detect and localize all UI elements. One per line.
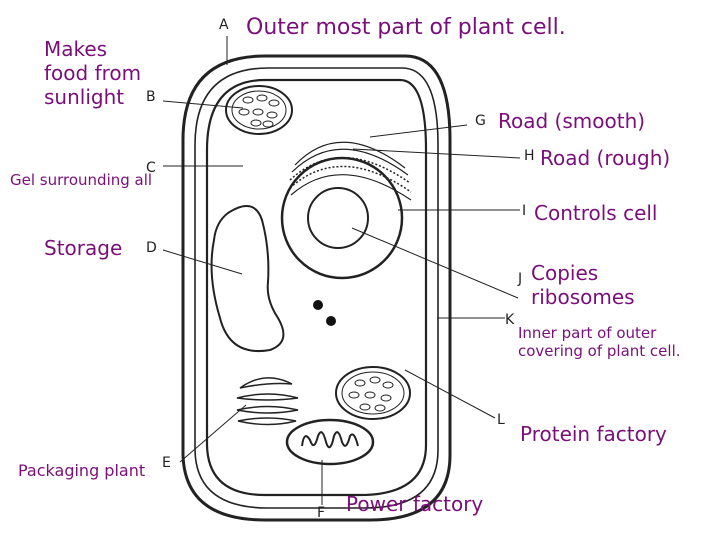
label-g: Road (smooth): [498, 109, 646, 133]
ribosome: [313, 300, 323, 310]
marker-k: K: [505, 312, 515, 328]
marker-b: B: [146, 89, 156, 105]
vacuole: [210, 205, 285, 352]
nucleus: [280, 156, 404, 280]
marker-l: L: [497, 412, 505, 428]
marker-c: C: [146, 160, 156, 176]
cytoplasm-outline: [205, 78, 428, 497]
label-a: Outer most part of plant cell.: [246, 15, 566, 40]
cell-membrane: [194, 67, 439, 509]
marker-g: G: [475, 113, 486, 129]
cell-wall-outer: [181, 54, 452, 522]
marker-a: A: [219, 17, 229, 33]
marker-d: D: [146, 240, 157, 256]
label-f: Power factory: [346, 492, 484, 516]
marker-j: J: [518, 271, 523, 287]
label-i: Controls cell: [534, 201, 658, 225]
label-k: Inner part of outer covering of plant ce…: [518, 324, 681, 360]
label-j: Copies ribosomes: [531, 261, 635, 309]
marker-i: I: [522, 203, 527, 219]
label-e: Packaging plant: [18, 461, 146, 480]
label-b: Makes food from sunlight: [44, 37, 142, 109]
ribosome: [326, 316, 336, 326]
chloroplast-top: [225, 85, 293, 135]
marker-h: H: [524, 148, 535, 164]
mitochondrion: [285, 418, 375, 466]
chloroplast-lower: [335, 366, 411, 420]
label-l: Protein factory: [520, 422, 667, 446]
label-d: Storage: [44, 236, 123, 260]
label-h: Road (rough): [540, 146, 671, 170]
label-c: Gel surrounding all: [10, 171, 153, 189]
golgi-apparatus: [236, 377, 299, 426]
marker-f: F: [317, 505, 326, 521]
leader-lines: [162, 36, 521, 505]
marker-e: E: [162, 455, 171, 471]
